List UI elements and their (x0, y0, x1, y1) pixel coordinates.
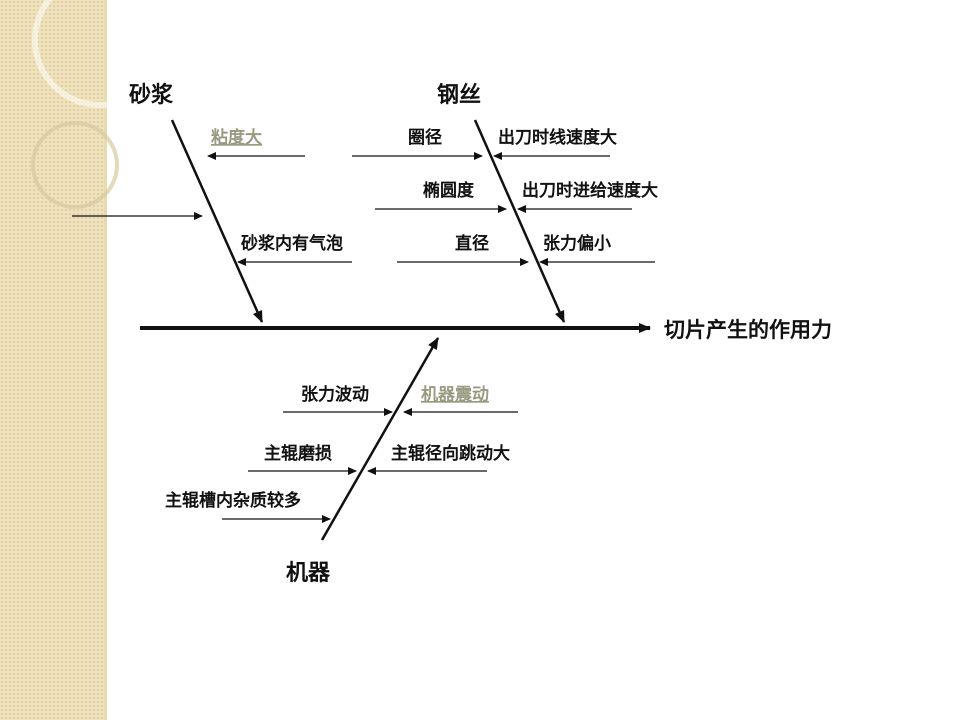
cause-low-tension: 张力偏小 (543, 233, 611, 254)
machine-bone (320, 337, 440, 541)
category-wire: 钢丝 (437, 82, 481, 108)
cause-machine-vibration: 机器震动 (421, 384, 489, 405)
sidebar-edge (104, 0, 107, 720)
cause-ring-diameter: 圈径 (408, 127, 442, 148)
cause-viscosity: 粘度大 (211, 127, 262, 148)
cause-diameter: 直径 (455, 233, 489, 254)
wire-bone (473, 119, 566, 323)
category-machine: 机器 (286, 561, 331, 586)
cause-roller-impurities: 主辊槽内杂质较多 (165, 490, 301, 511)
mortar-bone (170, 119, 264, 323)
cause-roller-runout: 主辊径向跳动大 (391, 443, 510, 464)
cause-exit-wire-speed: 出刀时线速度大 (498, 127, 617, 148)
decorative-sidebar (0, 0, 106, 720)
cause-ellipticity: 椭圆度 (423, 180, 475, 201)
cause-tension-fluctuation: 张力波动 (301, 384, 369, 405)
effect-label: 切片产生的作用力 (664, 318, 832, 342)
cause-bubbles: 砂浆内有气泡 (241, 233, 343, 254)
cause-roller-wear: 主辊磨损 (264, 443, 332, 464)
category-mortar: 砂浆 (129, 82, 174, 108)
cause-exit-feed-speed: 出刀时进给速度大 (522, 180, 658, 201)
decorative-circles (31, 0, 168, 209)
